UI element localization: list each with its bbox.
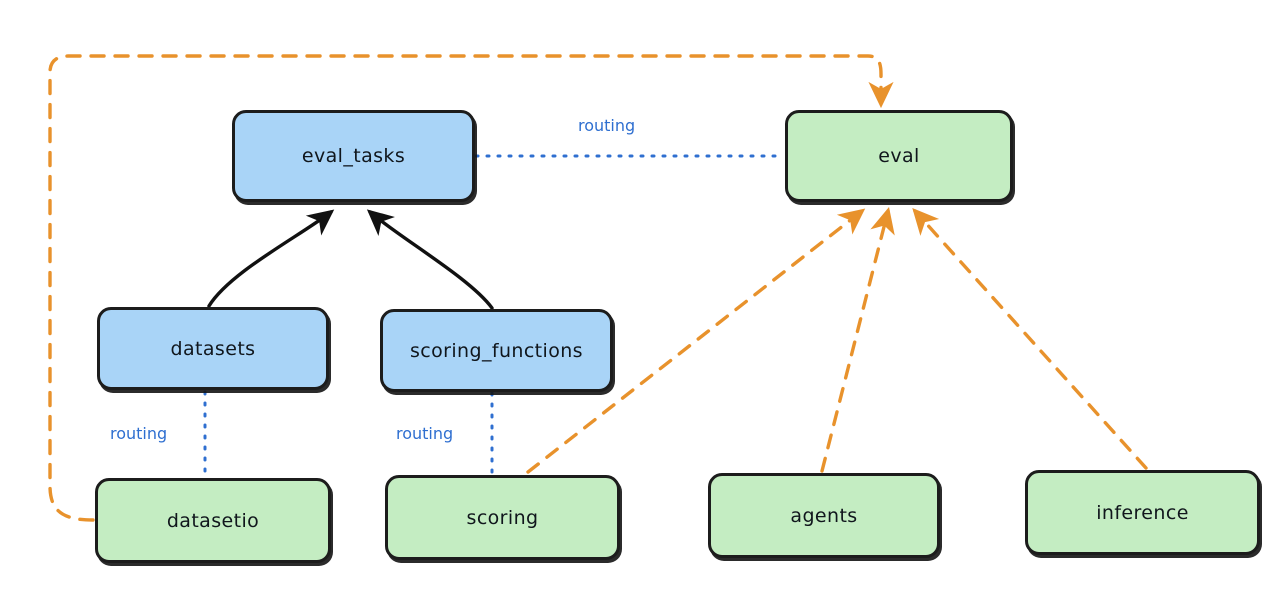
node-label-eval-tasks: eval_tasks — [301, 145, 406, 167]
edge-agents-to-eval — [820, 207, 895, 473]
node-label-scoring-functions: scoring_functions — [410, 339, 583, 362]
node-eval-tasks[interactable]: eval_tasks — [232, 110, 475, 202]
node-agents[interactable]: agents — [708, 473, 940, 558]
node-label-scoring: scoring — [466, 506, 539, 529]
node-scoring-functions[interactable]: scoring_functions — [380, 309, 613, 392]
edge-label-routing-scoring-functions-scoring: routing — [396, 424, 454, 443]
edge-inference-to-eval — [912, 207, 1148, 470]
edge-scoring-functions-to-eval-tasks — [366, 209, 494, 310]
node-datasetio[interactable]: datasetio — [95, 478, 331, 563]
edge-scoring-to-eval — [526, 208, 866, 474]
node-scoring[interactable]: scoring — [385, 475, 620, 560]
node-label-eval: eval — [878, 145, 920, 167]
node-datasets[interactable]: datasets — [97, 307, 329, 390]
edge-label-routing-datasets-datasetio: routing — [110, 424, 168, 443]
node-label-inference: inference — [1096, 501, 1189, 524]
node-eval[interactable]: eval — [785, 110, 1013, 202]
edge-label-routing-eval-tasks-eval: routing — [578, 116, 636, 135]
node-label-datasetio: datasetio — [166, 509, 260, 532]
node-label-agents: agents — [790, 504, 858, 527]
node-inference[interactable]: inference — [1025, 470, 1260, 555]
node-label-datasets: datasets — [170, 337, 256, 360]
edge-datasetio-to-eval — [48, 54, 894, 522]
edge-datasets-to-eval-tasks — [207, 209, 335, 308]
